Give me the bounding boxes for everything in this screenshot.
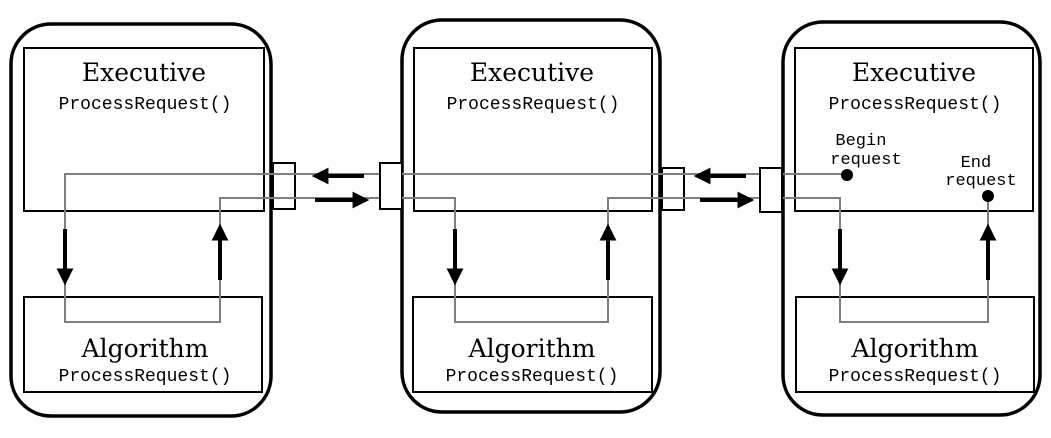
end-request-dot <box>982 190 994 202</box>
begin-request-label-line-2: request <box>830 151 901 170</box>
node-3: Executive ProcessRequest() Algorithm Pro… <box>759 20 1042 417</box>
node-3-algorithm-box <box>795 296 1035 393</box>
node-1-port <box>272 162 296 210</box>
begin-request-dot <box>841 169 853 181</box>
node-1-executive-title: Executive <box>82 58 206 87</box>
end-request-label-line-2: request <box>945 172 1016 191</box>
end-request-label: End request <box>945 154 1016 191</box>
node-2-algorithm-box <box>412 296 653 393</box>
node-3-executive-title: Executive <box>852 58 976 87</box>
end-request-label-line-1: End <box>961 154 992 173</box>
node-2-executive-title: Executive <box>470 58 594 87</box>
node-3-executive-method: ProcessRequest() <box>829 95 1002 115</box>
node-1-algorithm-title: Algorithm <box>81 334 209 363</box>
node-2-executive-method: ProcessRequest() <box>447 95 620 115</box>
node-1-flow-line <box>64 173 380 323</box>
node-1-outer-frame <box>9 22 273 418</box>
node-2-algorithm-method: ProcessRequest() <box>446 367 619 387</box>
node-3-port <box>759 167 783 213</box>
node-3-executive-box <box>794 47 1034 212</box>
node-2: Executive ProcessRequest() Algorithm Pro… <box>379 18 760 414</box>
node-2-algorithm-title: Algorithm <box>468 334 596 363</box>
node-1-algorithm-box <box>23 296 263 393</box>
node-1-executive-box <box>23 47 265 212</box>
node-1-executive-method: ProcessRequest() <box>59 95 232 115</box>
begin-request-label: Begin request <box>830 132 901 170</box>
node-3-algorithm-title: Algorithm <box>851 334 979 363</box>
begin-request-label-line-1: Begin <box>835 132 886 151</box>
node-1-algorithm-method: ProcessRequest() <box>59 367 232 387</box>
node-3-outer-frame <box>781 20 1042 417</box>
node-2-left-port <box>379 162 403 210</box>
node-2-right-port <box>661 167 685 211</box>
node-2-outer-frame <box>400 18 662 414</box>
node-3-algorithm-method: ProcessRequest() <box>829 367 1002 387</box>
node-1: Executive ProcessRequest() Algorithm Pro… <box>9 22 380 418</box>
node-2-executive-box <box>413 47 653 212</box>
node-3-flow-line <box>783 173 989 323</box>
